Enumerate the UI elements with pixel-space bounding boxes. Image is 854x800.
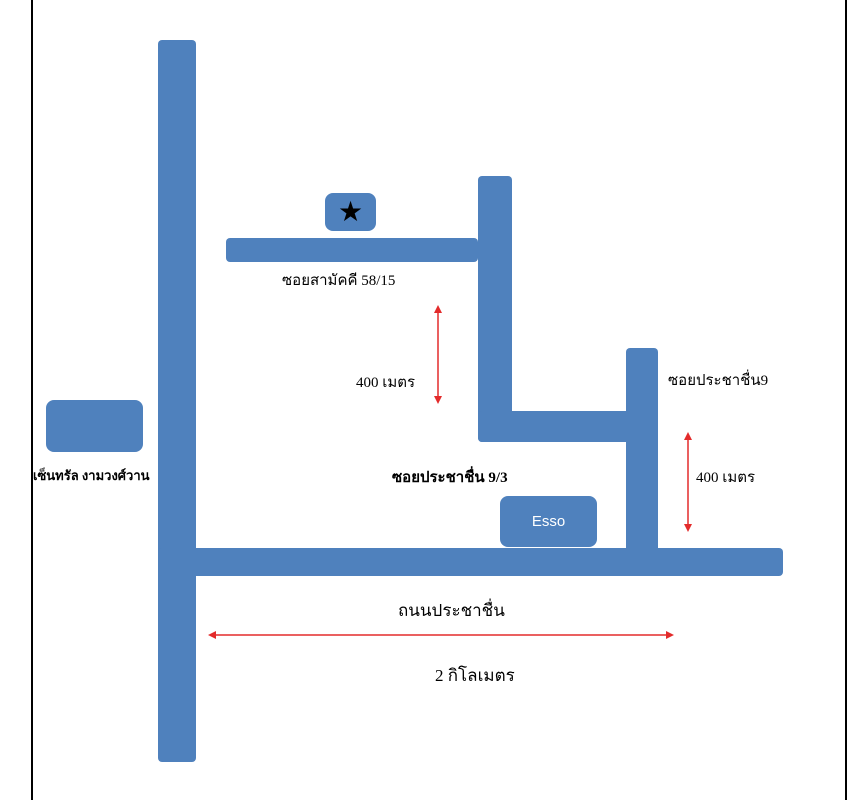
soi-9-road	[626, 348, 658, 576]
prachachuen-road-label: ถนนประชาชื่น	[398, 601, 505, 620]
soi-9-3-label: ซอยประชาชื่น 9/3	[392, 470, 508, 486]
prachachuen-road	[158, 548, 783, 576]
esso-landmark: Esso	[500, 496, 597, 547]
soi-9-3-vertical-road	[478, 176, 512, 442]
frame-left-border	[31, 0, 33, 800]
frame-right-border	[845, 0, 847, 800]
star-icon: ★	[337, 195, 364, 228]
destination-marker: ★	[325, 193, 376, 231]
esso-label: Esso	[531, 513, 566, 530]
soi-samakkhi-label: ซอยสามัคคี 58/15	[282, 273, 396, 289]
distance-right-label: 400 เมตร	[696, 470, 756, 486]
soi-9-label: ซอยประชาชื่น9	[668, 373, 769, 389]
distance-horizontal-label: 2 กิโลเมตร	[435, 666, 515, 685]
main-vertical-road	[158, 40, 196, 762]
soi-samakkhi-road	[226, 238, 478, 262]
central-label: เซ็นทรัล งามวงศ์วาน	[33, 468, 150, 483]
central-landmark	[46, 400, 143, 452]
distance-left-label: 400 เมตร	[356, 375, 416, 391]
